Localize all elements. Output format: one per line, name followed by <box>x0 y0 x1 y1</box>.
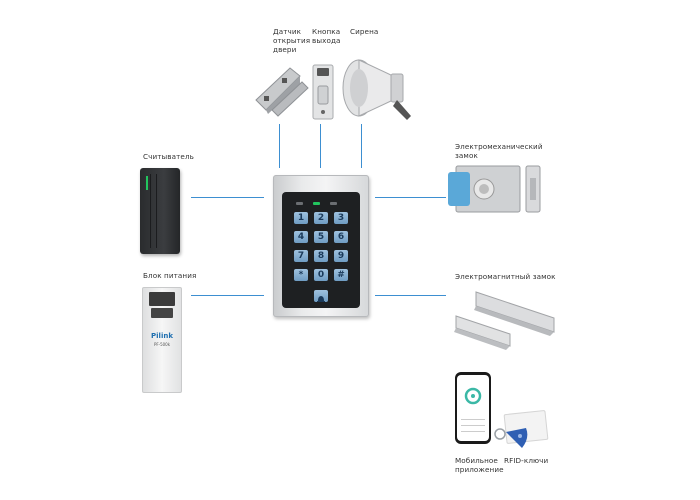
app-list-line <box>461 431 485 432</box>
connector-mag-lock <box>375 295 446 296</box>
power-supply-device: Pilink PF-500k <box>142 287 182 393</box>
keypad-key[interactable]: 4 <box>294 231 308 243</box>
keypad-key[interactable]: 5 <box>314 231 328 243</box>
reader-groove <box>156 174 157 248</box>
keypad-key[interactable]: 9 <box>334 250 348 262</box>
keypad-bell-icon <box>314 290 328 302</box>
connector-siren <box>361 124 362 168</box>
label-em-lock: Электромеханический замок <box>455 142 543 160</box>
electromechanical-lock-icon <box>448 165 541 213</box>
label-mobile-app: Мобильное приложение <box>455 456 504 474</box>
keypad-led <box>296 202 303 205</box>
keypad-key[interactable]: 0 <box>314 269 328 281</box>
label-exit-button: Кнопка выхода <box>312 27 341 45</box>
connector-exit-button <box>320 124 321 168</box>
keypad-key[interactable]: 7 <box>294 250 308 262</box>
connector-door-sensor <box>279 124 280 168</box>
label-power-supply: Блок питания <box>143 271 197 280</box>
reader-led <box>146 176 148 190</box>
keypad-led <box>313 202 320 205</box>
connector-power-supply <box>191 295 264 296</box>
psu-model: PF-500k <box>153 342 171 347</box>
label-siren: Сирена <box>350 27 379 36</box>
psu-terminals <box>149 292 175 306</box>
reader-device <box>140 168 180 254</box>
label-reader: Считыватель <box>143 152 194 161</box>
app-ring-icon <box>464 387 482 405</box>
keypad-key[interactable]: * <box>294 269 308 281</box>
app-list-line <box>461 419 485 420</box>
connector-em-lock <box>375 197 446 198</box>
keypad-key[interactable]: 6 <box>334 231 348 243</box>
electromagnetic-lock-icon <box>454 291 555 350</box>
siren-icon <box>342 59 411 120</box>
label-mag-lock: Электромагнитный замок <box>455 272 556 281</box>
reader-groove <box>150 174 151 248</box>
rfid-fob-icon <box>494 428 528 448</box>
phone-screen <box>457 375 489 441</box>
psu-terminals <box>151 308 173 318</box>
keypad-key[interactable]: 1 <box>294 212 308 224</box>
door-sensor-icon <box>255 67 309 117</box>
keypad-key[interactable]: # <box>334 269 348 281</box>
keypad-key[interactable]: 2 <box>314 212 328 224</box>
keypad-led <box>330 202 337 205</box>
keypad-key[interactable]: 3 <box>334 212 348 224</box>
exit-button-icon <box>312 64 334 120</box>
app-list-line <box>461 425 485 426</box>
psu-brand: Pilink <box>151 332 173 340</box>
keypad-key[interactable]: 8 <box>314 250 328 262</box>
label-door-sensor: Датчик открытия двери <box>273 27 311 54</box>
connector-reader <box>191 197 264 198</box>
label-rfid-keys: RFID-ключи <box>504 456 549 465</box>
mobile-phone <box>455 372 491 444</box>
